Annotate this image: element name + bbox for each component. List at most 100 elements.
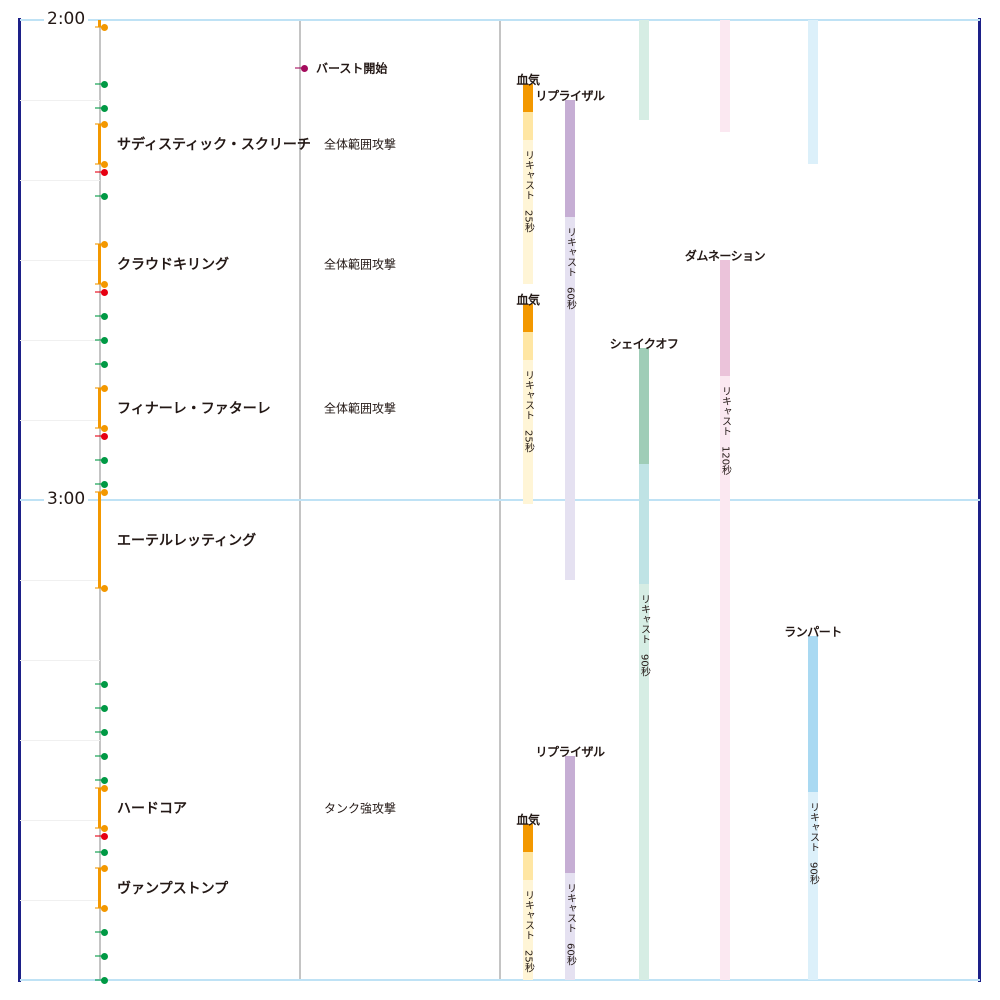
cast-end-dot: [101, 280, 108, 288]
heal-event-dot: [101, 728, 108, 736]
recast-text: リキャスト 60秒: [564, 882, 576, 966]
cast-end-dot: [101, 424, 108, 432]
cast-end-tick: [95, 907, 104, 909]
recast-text: リキャスト 25秒: [522, 370, 534, 453]
recast-text: リキャスト 25秒: [522, 890, 534, 973]
recast-text: リキャスト 120秒: [719, 386, 731, 476]
heal-event-tick: [95, 707, 104, 709]
cast-start-dot: [101, 384, 108, 392]
heal-event-dot: [101, 848, 108, 856]
heal-event-tick: [95, 779, 104, 781]
recast-segment: [565, 100, 575, 580]
heal-event-tick: [95, 107, 104, 109]
skill-label: シェイクオフ: [609, 337, 679, 351]
cast-bar: [98, 124, 101, 164]
heal-event-tick: [95, 459, 104, 461]
gridline: [20, 260, 100, 261]
cast-start-dot: [101, 864, 108, 872]
mechanic-name: クラウドキリング: [117, 257, 229, 273]
heal-event-dot: [101, 976, 108, 984]
recast-segment: [523, 824, 533, 980]
cast-end-dot: [101, 904, 108, 912]
cast-start-dot: [101, 120, 108, 128]
heal-event-tick: [95, 731, 104, 733]
damage-event-tick: [95, 291, 104, 293]
gridline: [20, 100, 100, 101]
recast-text: リキャスト 60秒: [564, 226, 576, 310]
cast-end-tick: [95, 427, 104, 429]
recast-remaining: [808, 20, 818, 164]
recast-segment: [720, 260, 730, 980]
recast-segment: [808, 636, 818, 980]
damage-event-dot: [101, 288, 108, 296]
gridline: [20, 340, 100, 341]
recast-remaining: [639, 20, 649, 120]
recast-text: リキャスト 90秒: [807, 802, 819, 885]
cast-start-dot: [101, 488, 108, 496]
attack-type: 全体範囲攻撃: [324, 137, 397, 152]
cast-start-tick: [95, 787, 104, 789]
skill-label: リプライザル: [535, 745, 605, 759]
minute-line: [20, 19, 980, 21]
heal-event-tick: [95, 851, 104, 853]
cast-bar: [98, 20, 101, 28]
cast-end-dot: [101, 584, 108, 592]
mechanic-name: ハードコア: [117, 801, 187, 817]
cast-bar: [98, 788, 101, 828]
cast-start-tick: [95, 243, 104, 245]
heal-event-dot: [101, 480, 108, 488]
gridline: [20, 820, 100, 821]
heal-event-tick: [95, 339, 104, 341]
time-label-start: 2:00: [44, 10, 89, 28]
mechanic-name: フィナーレ・ファターレ: [117, 401, 271, 417]
heal-event-tick: [95, 363, 104, 365]
heal-event-dot: [101, 928, 108, 936]
gridline: [20, 580, 100, 581]
gridline: [20, 660, 100, 661]
cast-start-dot: [101, 784, 108, 792]
damage-event-dot: [101, 832, 108, 840]
active-effect-segment: [565, 100, 575, 217]
heal-event-tick: [95, 755, 104, 757]
gridline: [20, 900, 100, 901]
burst-tick: [295, 67, 304, 69]
recast-remaining: [720, 20, 730, 132]
heal-event-dot: [101, 336, 108, 344]
heal-event-tick: [95, 315, 104, 317]
skill-label: 血気: [516, 293, 540, 307]
damage-event-tick: [95, 835, 104, 837]
skill-label: 血気: [516, 813, 540, 827]
cast-end-tick: [95, 26, 104, 29]
skill-label: 血気: [516, 73, 540, 87]
secondary-effect-segment: [523, 112, 533, 140]
cast-end-dot: [101, 824, 108, 832]
gridline: [20, 740, 100, 741]
secondary-effect-segment: [523, 852, 533, 880]
mechanic-name: エーテルレッティング: [117, 533, 257, 549]
recast-segment: [639, 348, 649, 980]
skill-label: ランパート: [784, 625, 842, 639]
heal-event-tick: [95, 483, 104, 485]
active-effect-segment: [523, 304, 533, 332]
minute-line: [20, 979, 980, 981]
recast-text: リキャスト 25秒: [522, 150, 534, 233]
damage-event-tick: [95, 171, 104, 173]
skill-label: リプライザル: [535, 89, 605, 103]
heal-event-tick: [95, 683, 104, 685]
damage-event-dot: [101, 168, 108, 176]
active-effect-segment: [523, 84, 533, 112]
skill-label: ダムネーション: [684, 249, 766, 263]
recast-segment: [523, 84, 533, 284]
cast-start-tick: [95, 867, 104, 869]
minute-line: [20, 499, 980, 501]
heal-event-dot: [101, 456, 108, 464]
heal-event-tick: [95, 979, 104, 981]
cast-end-dot: [101, 160, 108, 168]
heal-event-dot: [101, 80, 108, 88]
heal-event-dot: [101, 192, 108, 200]
heal-event-tick: [95, 195, 104, 197]
attack-type: 全体範囲攻撃: [324, 257, 397, 272]
recast-text: リキャスト 90秒: [638, 594, 650, 677]
active-effect-segment: [720, 260, 730, 376]
gridline: [20, 180, 100, 181]
